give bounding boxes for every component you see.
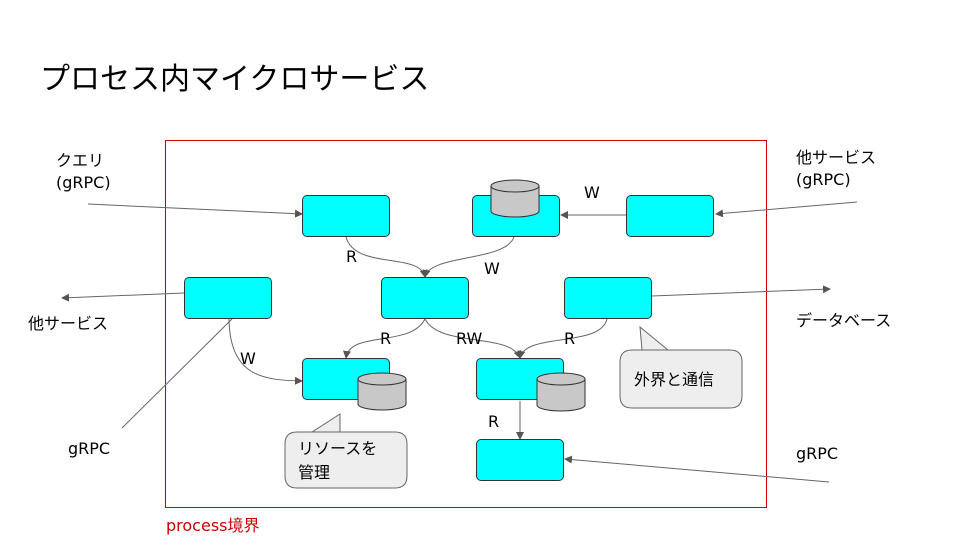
process-boundary xyxy=(165,140,767,508)
grpc-left-label: gRPC xyxy=(68,439,111,458)
callout-resource-bubble xyxy=(284,413,408,489)
database-icon xyxy=(536,372,586,412)
edge-label-w-mid: W xyxy=(484,259,500,278)
database-icon xyxy=(490,179,540,218)
arrow-database-out xyxy=(651,285,831,297)
service-left-gateway xyxy=(184,277,272,319)
arrow-rw-center xyxy=(424,318,522,359)
database-label: データベース xyxy=(796,311,892,330)
arrow-query-in xyxy=(87,203,303,218)
arrow-grpc-right xyxy=(564,455,830,483)
arrow-r-left xyxy=(343,318,426,359)
service-bottom-grpc xyxy=(476,439,564,481)
service-other-input xyxy=(626,195,714,237)
other-service-out-label: 他サービス xyxy=(28,314,109,333)
edge-label-r-top: R xyxy=(346,247,358,266)
grpc-right-label: gRPC xyxy=(796,444,839,463)
callout-resource-text: リソースを 管理 xyxy=(298,439,378,482)
arrow-r-top xyxy=(345,236,428,278)
service-center-hub xyxy=(381,277,469,319)
service-database-client xyxy=(564,277,652,319)
arrow-other-service-out xyxy=(61,292,185,302)
line-grpc-left xyxy=(121,318,233,429)
edge-label-rw-center: RW xyxy=(456,329,483,348)
process-boundary-label: process境界 xyxy=(166,516,260,535)
arrow-r-right xyxy=(517,318,608,359)
edge-label-r-bottom: R xyxy=(488,412,500,431)
callout-external-text: 外界と通信 xyxy=(634,370,715,389)
callout-external-bubble xyxy=(619,325,743,409)
edge-label-w-top: W xyxy=(584,183,600,202)
edge-label-r-right: R xyxy=(564,329,576,348)
arrow-w-left xyxy=(228,318,303,385)
service-query xyxy=(302,195,390,237)
database-icon xyxy=(357,372,407,411)
other-service-in-label: 他サービス (gRPC) xyxy=(796,148,877,189)
page-title: プロセス内マイクロサービス xyxy=(40,62,430,97)
arrow-w-mid xyxy=(422,236,515,278)
edge-label-w-left: W xyxy=(240,349,256,368)
query-label: クエリ (gRPC) xyxy=(56,151,111,192)
edge-label-r-left: R xyxy=(380,329,392,348)
arrow-other-service-in xyxy=(715,201,858,218)
